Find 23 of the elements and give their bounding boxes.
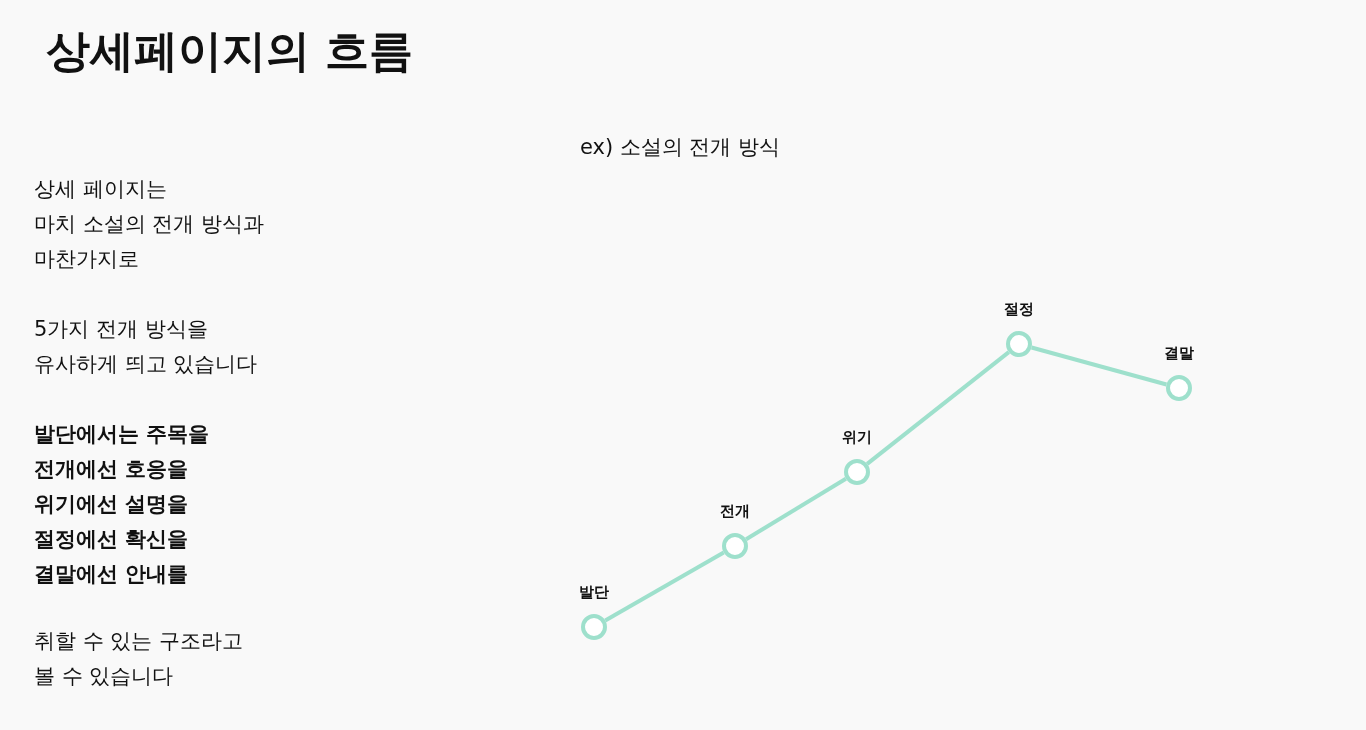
- description-text: 취할 수 있는 구조라고: [34, 628, 244, 654]
- description-text: 결말에선 안내를: [34, 561, 189, 587]
- connector-line: [745, 477, 847, 541]
- description-text: 마찬가지로: [34, 246, 139, 272]
- connector-line: [1031, 345, 1167, 387]
- description-text: 발단에서는 주목을: [34, 421, 210, 447]
- description-text: 마치 소설의 전개 방식과: [34, 211, 265, 237]
- stage-label: 발단: [579, 582, 609, 602]
- title: 상세페이지의 흐름: [46, 24, 414, 78]
- description-text: 위기에선 설명을: [34, 491, 189, 517]
- stage-label: 절정: [1004, 299, 1034, 319]
- description-text: 전개에선 호응을: [34, 456, 189, 482]
- stage-label: 전개: [720, 501, 750, 521]
- chart-subtitle: ex) 소설의 전개 방식: [579, 134, 781, 160]
- stage-label: 결말: [1164, 343, 1194, 363]
- description-text: 상세 페이지는: [34, 176, 167, 202]
- connector-line: [865, 350, 1011, 466]
- stage-label: 위기: [842, 427, 872, 447]
- description-text: 5가지 전개 방식을: [34, 316, 208, 342]
- description-text: 유사하게 띄고 있습니다: [34, 351, 258, 377]
- description-text: 절정에선 확신을: [34, 526, 189, 552]
- description-text: 볼 수 있습니다: [34, 663, 174, 689]
- connector-line: [604, 550, 725, 623]
